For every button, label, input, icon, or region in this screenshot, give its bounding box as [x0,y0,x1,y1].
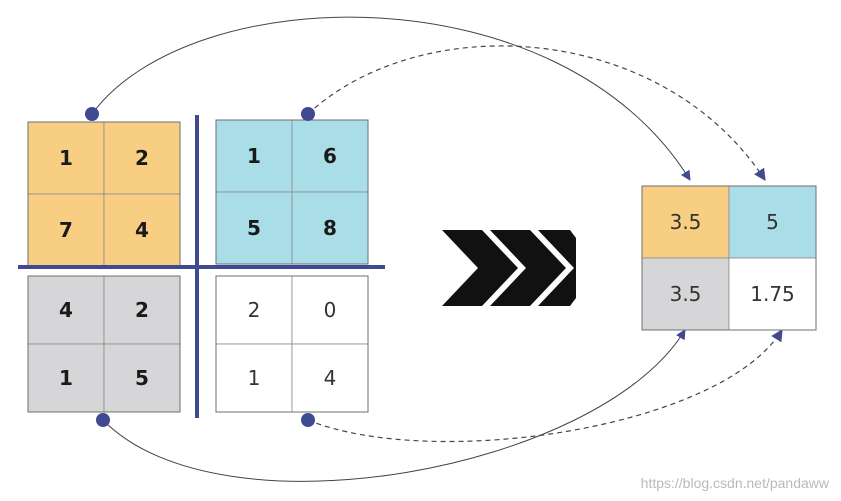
cell-value: 1 [59,366,73,390]
curve-top-right-to-output [307,45,766,182]
curve-top-left-to-output [91,16,691,181]
grid-cell [27,275,105,345]
cell-value: 0 [324,298,337,322]
cell-value: 5 [247,216,261,240]
cell-value: 2 [135,298,149,322]
grid-cell [641,257,730,331]
grid-cell [728,185,817,259]
grid-cell [728,257,817,331]
cell-value: 3.5 [670,282,702,306]
cell-value: 4 [135,218,149,242]
dot-icon [301,107,315,121]
grid-border [215,275,369,413]
watermark: https://blog.csdn.net/pandaww [640,475,829,491]
cell-value: 4 [324,366,337,390]
cell-value: 1 [247,144,261,168]
output-grid: 3.5 5 3.5 1.75 [641,185,817,331]
grid-cell [641,185,730,259]
cell-value: 5 [766,210,779,234]
cell-value: 1 [248,366,261,390]
grid-cell [291,343,369,413]
curve-bottom-left-to-output [102,329,686,482]
grid-cell [27,121,105,195]
cell-value: 3.5 [670,210,702,234]
chevron-right-icon [442,230,576,306]
grid-cell [291,275,369,345]
input-grid-bottom-left: 4 2 1 5 [27,275,181,413]
cell-value: 6 [323,144,337,168]
cell-value: 1.75 [750,282,795,306]
grid-cell [291,119,369,193]
cell-value: 8 [323,216,337,240]
grid-cell [291,191,369,265]
grid-cell [103,343,181,413]
grid-cell [103,275,181,345]
dot-icon [85,107,99,121]
input-grid-top-left: 1 2 7 4 [27,121,181,267]
cell-value: 4 [59,298,73,322]
dot-icon [96,413,110,427]
cell-value: 2 [248,298,261,322]
cell-value: 5 [135,366,149,390]
grid-cell [103,121,181,195]
grid-border [27,275,181,413]
cell-value: 7 [59,218,73,242]
cell-value: 2 [135,146,149,170]
cell-value: 1 [59,146,73,170]
grid-cell [27,193,105,267]
grid-border [215,119,369,265]
grid-border [641,185,817,331]
dot-icon [301,413,315,427]
grid-cell [103,193,181,267]
curve-bottom-right-to-output [307,328,783,443]
